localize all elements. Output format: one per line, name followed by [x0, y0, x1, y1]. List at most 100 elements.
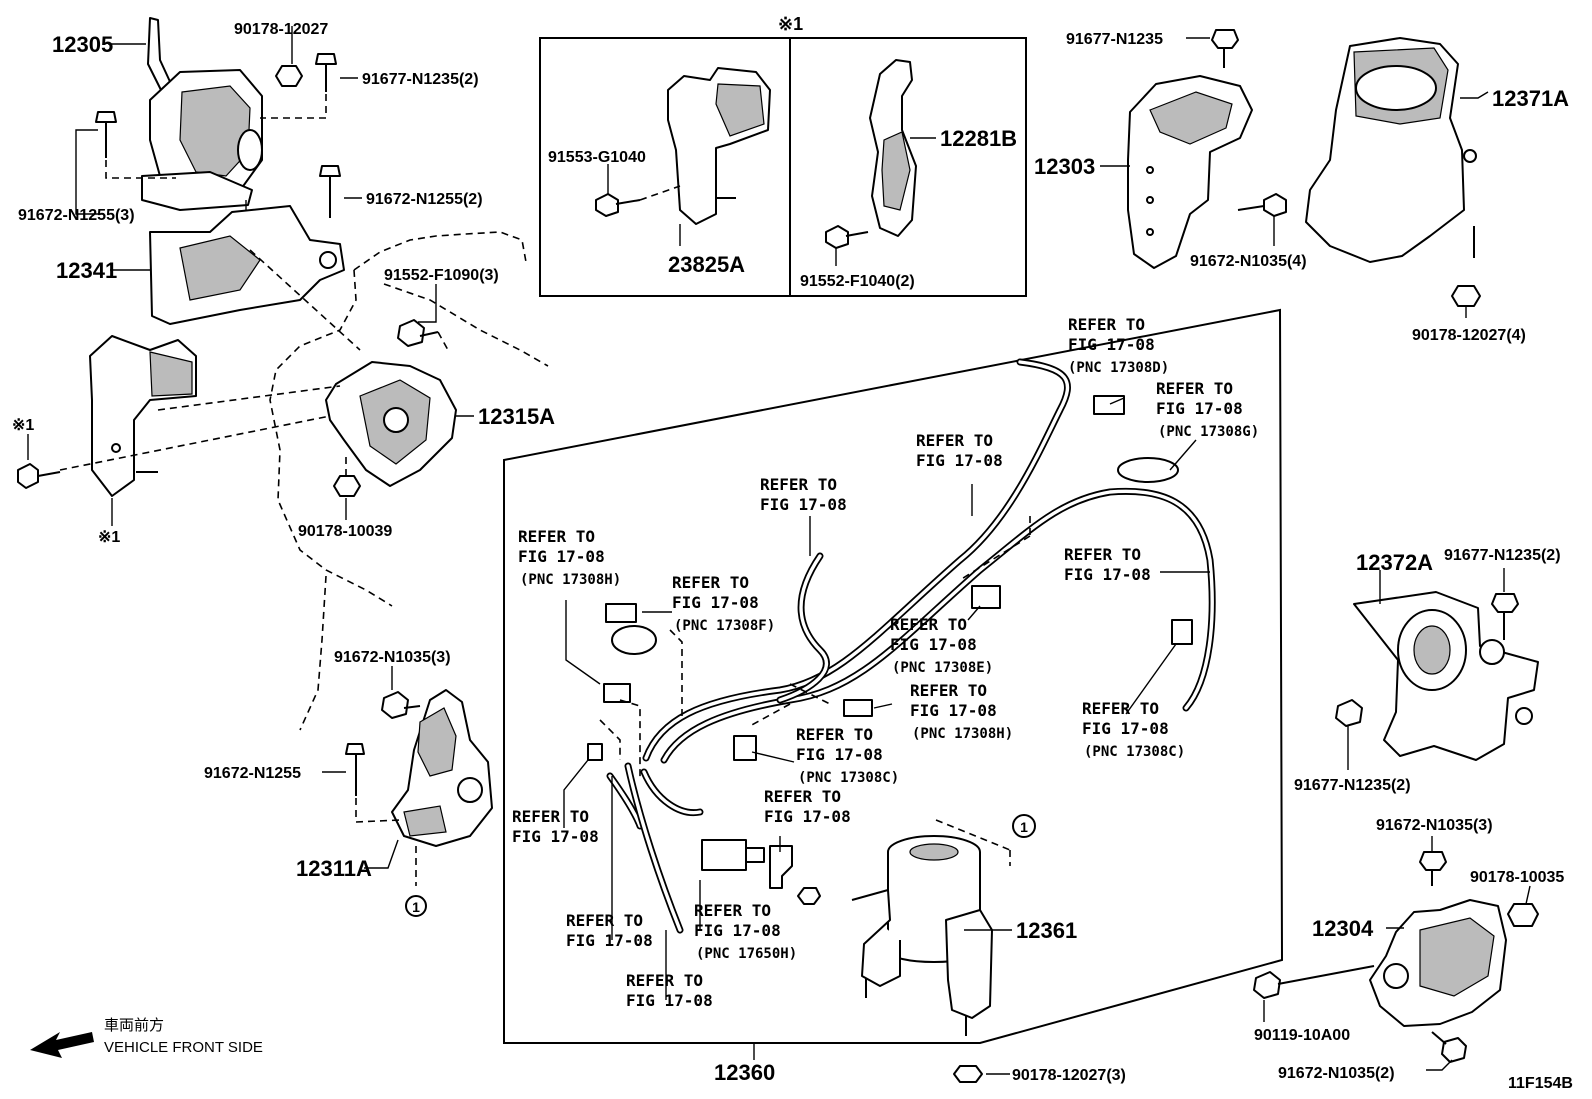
refer-line2: FIG 17-08 [1068, 335, 1155, 354]
refer-line2: FIG 17-08 [910, 701, 997, 720]
bracket-12341-drawing [149, 205, 345, 325]
refer-line2: FIG 17-08 [694, 921, 781, 940]
refer-line1: REFER TO [566, 911, 643, 930]
label-12311A: 12311A [296, 856, 372, 881]
label-12361: 12361 [1016, 918, 1077, 943]
bolt-icon [95, 111, 117, 158]
nut-icon [797, 887, 821, 905]
bracket-12304-drawing [1369, 899, 1507, 1027]
refer-line2: FIG 17-08 [1064, 565, 1151, 584]
refer-line2: FIG 17-08 [518, 547, 605, 566]
bolt-icon [315, 53, 337, 92]
refer-labels: REFER TO FIG 17-08 (PNC 17308D) REFER TO… [512, 315, 1259, 1010]
label-note-mark-left: ※1 [12, 417, 34, 434]
refer-line2: FIG 17-08 [796, 745, 883, 764]
nut-icon [275, 65, 303, 87]
label-91672-N1035-2: 91672-N1035(2) [1278, 1065, 1395, 1082]
label-91677-N1235-2c: 91677-N1235(2) [1294, 777, 1411, 794]
label-90178-10035: 90178-10035 [1470, 869, 1564, 886]
label-12371A: 12371A [1492, 86, 1569, 111]
label-12372A: 12372A [1356, 550, 1433, 575]
refer-line1: REFER TO [518, 527, 595, 546]
reference-circle-label: 1 [412, 899, 420, 915]
label-12304: 12304 [1312, 916, 1374, 941]
refer-line2: FIG 17-08 [760, 495, 847, 514]
label-91672-N1255-3: 91672-N1255(3) [18, 207, 135, 224]
bolt-icon [17, 463, 61, 489]
label-91553-G1040: 91553-G1040 [548, 149, 646, 166]
bolt-icon [1491, 593, 1519, 640]
clip-icon [1093, 395, 1125, 415]
bolt-icon [825, 225, 869, 249]
label-91677-N1235-2b: 91677-N1235(2) [1444, 547, 1561, 564]
label-90119-10A00: 90119-10A00 [1254, 1027, 1350, 1044]
refer-line1: REFER TO [760, 475, 837, 494]
label-12281B: 12281B [940, 126, 1017, 151]
label-90178-10039: 90178-10039 [298, 523, 392, 540]
clip-icon [1171, 619, 1193, 645]
label-91672-N1035-3a: 91672-N1035(3) [334, 649, 451, 666]
label-91552-F1090-3: 91552-F1090(3) [384, 267, 499, 284]
refer-line2: FIG 17-08 [1156, 399, 1243, 418]
bolt-icon [1211, 29, 1239, 68]
label-note-mark-bottom: ※1 [98, 529, 120, 546]
assembly-outline-12360 [503, 308, 1284, 1044]
mount-12372A-drawing [1353, 591, 1539, 761]
refer-line2: FIG 17-08 [916, 451, 1003, 470]
nut-icon [953, 1065, 983, 1083]
label-91672-N1255: 91672-N1255 [204, 765, 301, 782]
label-91677-N1235: 91677-N1235 [1066, 31, 1163, 48]
label-91552-F1040-2: 91552-F1040(2) [800, 273, 915, 290]
bolt-icon [595, 193, 641, 217]
bolt-icon [319, 165, 341, 218]
part-labels: 12305 90178-12027 91677-N1235(2) 91672-N… [12, 21, 1569, 1085]
label-12315A: 12315A [478, 404, 555, 429]
label-90178-12027-3: 90178-12027(3) [1012, 1067, 1126, 1084]
refer-line2: FIG 17-08 [626, 991, 713, 1010]
refer-pnc: (PNC 17308H) [520, 572, 621, 588]
refer-pnc: (PNC 17308H) [912, 726, 1013, 742]
vehicle-front-indicator: 車両前方 VEHICLE FRONT SIDE [30, 1016, 263, 1058]
refer-line1: REFER TO [1082, 699, 1159, 718]
engine-mount-12361-drawing [851, 835, 993, 1036]
bolt-icon [1253, 965, 1375, 999]
vacuum-hoses-drawing [606, 358, 1216, 934]
clip-icon [971, 585, 1001, 609]
refer-pnc: (PNC 17650H) [696, 946, 797, 962]
bracket-small-icon [769, 845, 793, 889]
reference-circle-icon [405, 895, 427, 917]
bolt-icon [1419, 851, 1447, 886]
label-12360: 12360 [714, 1060, 775, 1085]
reference-circle-label: 1 [1020, 819, 1028, 835]
bolt-icon [1335, 699, 1363, 727]
front-arrow-icon [30, 1032, 94, 1058]
refer-line1: REFER TO [1156, 379, 1233, 398]
refer-line1: REFER TO [1064, 545, 1141, 564]
label-23825A: 23825A [668, 252, 745, 277]
refer-line1: REFER TO [1068, 315, 1145, 334]
mount-12371A-drawing [1305, 37, 1477, 263]
refer-line1: REFER TO [626, 971, 703, 990]
leader-lines [27, 26, 1531, 1075]
clip-icon [603, 683, 631, 703]
label-12303: 12303 [1034, 154, 1095, 179]
bracket-12303-drawing [1127, 75, 1253, 269]
bolt-icon [1431, 1031, 1467, 1063]
clip-icon [843, 699, 873, 717]
refer-line2: FIG 17-08 [672, 593, 759, 612]
label-91672-N1035-3b: 91672-N1035(3) [1376, 817, 1493, 834]
label-90178-12027: 90178-12027 [234, 21, 328, 38]
refer-pnc: (PNC 17308C) [1084, 744, 1185, 760]
bolt-icon [381, 691, 421, 719]
direction-label-jp: 車両前方 [104, 1016, 164, 1034]
clip-icon [605, 603, 657, 655]
nut-icon [1507, 903, 1539, 927]
bracket-12315A-drawing [325, 361, 457, 487]
refer-line2: FIG 17-08 [764, 807, 851, 826]
refer-pnc: (PNC 17308F) [674, 618, 775, 634]
label-91677-N1235-2: 91677-N1235(2) [362, 71, 479, 88]
figure-id: 11F154B [1508, 1075, 1573, 1092]
refer-line1: REFER TO [796, 725, 873, 744]
bracket-12311A-drawing [391, 689, 493, 847]
